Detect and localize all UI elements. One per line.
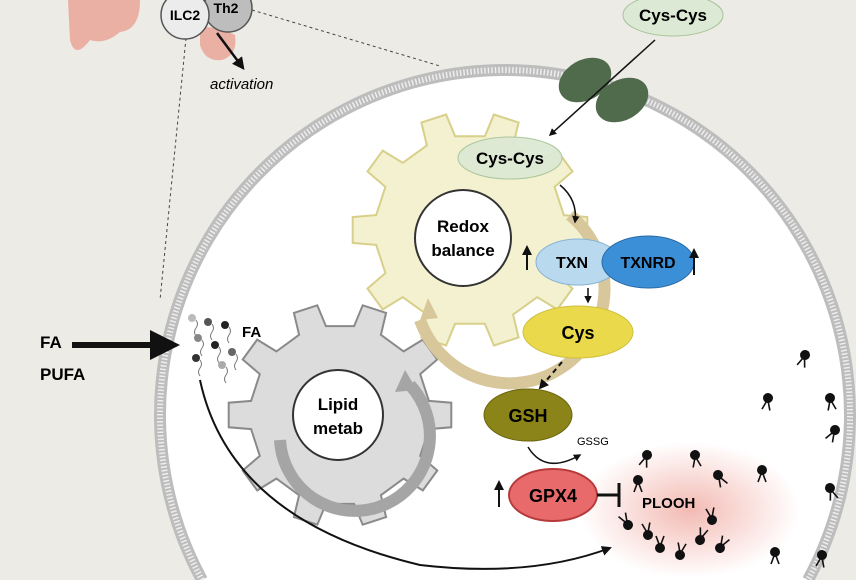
- tissue-blobs: [68, 0, 236, 61]
- gssg-arrow: [527, 446, 582, 465]
- cys-cys-inside-label: Cys-Cys: [476, 149, 544, 168]
- zoom-line-left: [159, 37, 187, 301]
- phospholipid-icon: [641, 522, 653, 540]
- import-arrow: [548, 39, 656, 137]
- activation-label: activation: [210, 76, 273, 93]
- ilc2-cell: [160, 0, 210, 40]
- lipid-flow-arrow: [199, 379, 612, 570]
- phospholipid-molecules: [618, 350, 840, 568]
- fatty-acid-icon: [194, 334, 204, 357]
- phospholipid-icon: [761, 393, 773, 411]
- dashed-arrow: [538, 361, 563, 390]
- activation-arrow: [215, 32, 245, 71]
- fatty-acid-icon: [211, 341, 221, 364]
- th2-label: Th2: [214, 0, 239, 16]
- phospholipid-icon: [690, 450, 702, 468]
- gssg-label: GSSG: [577, 436, 609, 448]
- lipid-label-2: metab: [313, 419, 363, 438]
- fatty-acid-icon: [204, 318, 214, 341]
- phospholipid-icon: [633, 475, 643, 493]
- gsh-node: [483, 388, 573, 442]
- cys-label: Cys: [561, 323, 594, 343]
- phospholipid-icon: [675, 542, 687, 560]
- phospholipid-icon: [715, 535, 730, 553]
- phospholipid-icon: [825, 425, 840, 443]
- redox-center: [414, 189, 512, 287]
- txnrd-label: TXNRD: [620, 255, 675, 272]
- lipid-center: [292, 369, 384, 461]
- gpx4-label: GPX4: [529, 486, 577, 506]
- fatty-acid-icon: [218, 361, 228, 384]
- fatty-acid-icon: [228, 348, 238, 371]
- fatty-acid-icon: [221, 321, 231, 344]
- ilc2-label: ILC2: [170, 7, 201, 23]
- lipid-cycle-arrow: [274, 380, 436, 517]
- plooh-label: PLOOH: [642, 495, 695, 512]
- cys-cys-outside-node: [622, 0, 724, 37]
- fatty-acid-molecules: [188, 314, 238, 384]
- fatty-acid-icon: [188, 314, 198, 337]
- lipid-label-1: Lipid: [318, 395, 359, 414]
- txn-label: TXN: [556, 255, 588, 272]
- phospholipid-icon: [713, 470, 728, 488]
- zoom-line-right: [251, 9, 441, 67]
- phospholipid-icon: [825, 393, 837, 411]
- fatty-acid-icon: [192, 354, 202, 377]
- fa-inside-label: FA: [242, 324, 261, 341]
- phospholipid-icon: [655, 535, 665, 553]
- redox-label-2: balance: [431, 241, 494, 260]
- fa-label: FA: [40, 333, 62, 352]
- pufa-label: PUFA: [40, 365, 85, 384]
- phospholipid-icon: [757, 465, 767, 483]
- cys-cys-outside-label: Cys-Cys: [639, 6, 707, 25]
- phospholipid-icon: [796, 350, 810, 368]
- phospholipid-icon: [825, 483, 839, 501]
- phospholipid-icon: [770, 547, 780, 565]
- phospholipid-icon: [618, 512, 633, 530]
- phospholipid-icon: [695, 527, 709, 545]
- cys-node: [522, 305, 634, 359]
- phospholipid-icon: [638, 450, 652, 468]
- phospholipid-icon: [705, 507, 717, 525]
- cys-cys-inside-node: [457, 136, 563, 180]
- gsh-label: GSH: [508, 406, 547, 426]
- redox-label-1: Redox: [437, 217, 490, 236]
- phospholipid-icon: [815, 550, 827, 568]
